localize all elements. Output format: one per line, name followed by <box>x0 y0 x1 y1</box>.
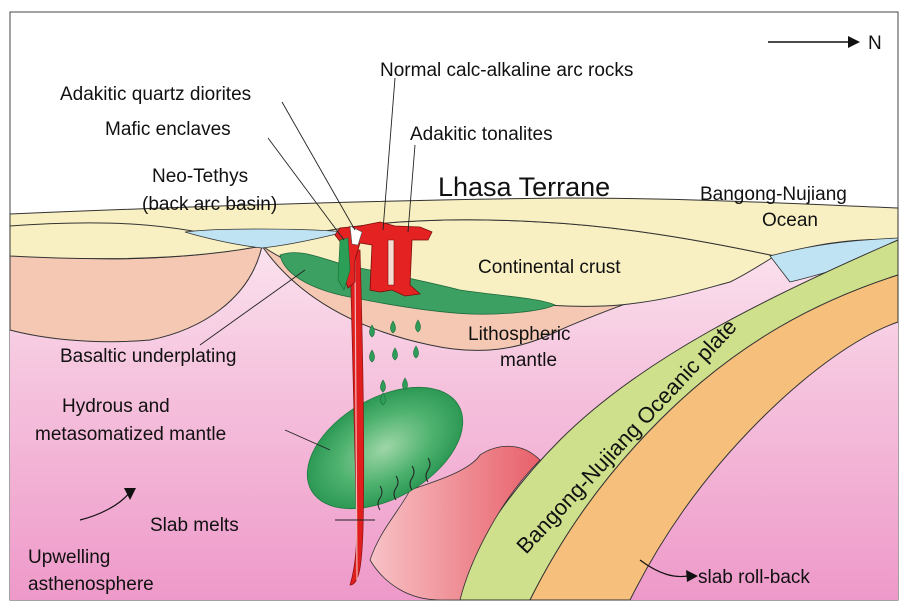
north-label: N <box>868 33 882 54</box>
label-bangong-nujiang: Bangong-Nujiang <box>700 184 847 205</box>
label-normal-calc-alkaline: Normal calc-alkaline arc rocks <box>380 60 633 81</box>
label-adakitic-tonalites: Adakitic tonalites <box>410 124 553 145</box>
label-metasomatized-mantle: metasomatized mantle <box>35 424 226 445</box>
label-upwelling: Upwelling <box>28 547 110 568</box>
label-mantle: mantle <box>500 350 557 371</box>
label-lithospheric: Lithospheric <box>468 324 570 345</box>
label-mafic-enclaves: Mafic enclaves <box>105 119 231 140</box>
label-asthenosphere: asthenosphere <box>28 574 154 595</box>
label-basaltic-underplating: Basaltic underplating <box>60 346 236 367</box>
label-hydrous-and: Hydrous and <box>62 396 170 417</box>
label-ocean: Ocean <box>762 210 818 231</box>
label-continental-crust: Continental crust <box>478 257 621 278</box>
label-adakitic-quartz-diorites: Adakitic quartz diorites <box>60 84 251 105</box>
label-lhasa-terrane: Lhasa Terrane <box>438 172 610 202</box>
label-slab-melts: Slab melts <box>150 515 239 536</box>
pluton-gap <box>388 240 394 285</box>
label-back-arc-basin: (back arc basin) <box>142 194 277 215</box>
label-slab-roll-back: slab roll-back <box>698 567 810 588</box>
label-neo-tethys: Neo-Tethys <box>152 166 248 187</box>
